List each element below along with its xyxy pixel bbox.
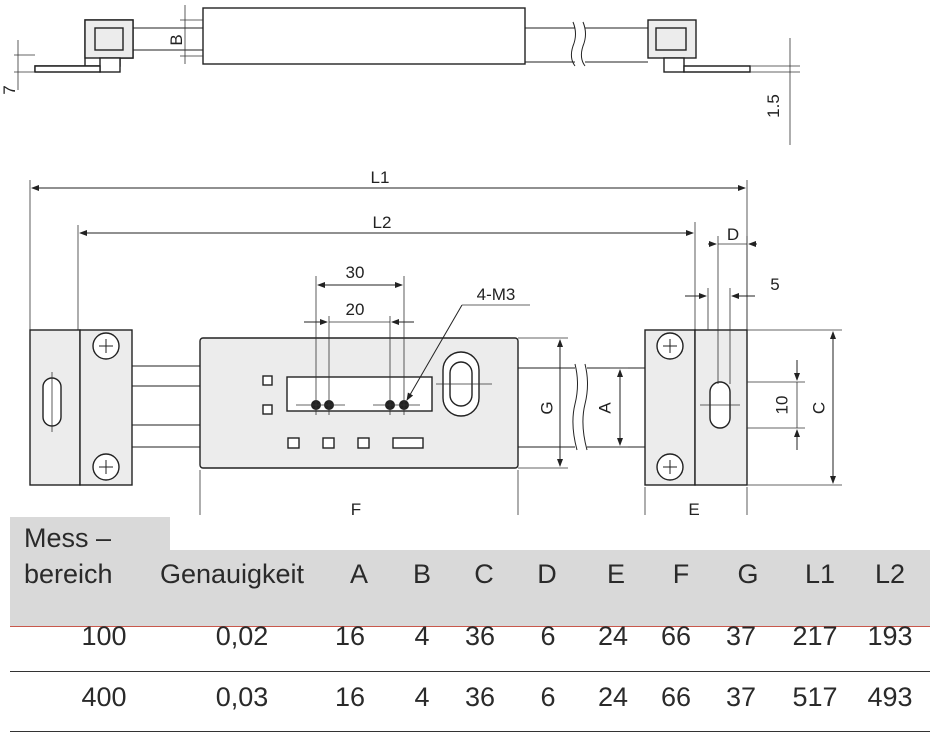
- table-cell: 24: [597, 682, 629, 712]
- table-cell: 6: [540, 621, 556, 651]
- header-l2: L2: [874, 559, 906, 589]
- header-a: A: [349, 559, 369, 589]
- table-cell: 0,03: [215, 682, 269, 712]
- table-cell: 66: [660, 682, 692, 712]
- dim-30-label: 30: [346, 263, 365, 282]
- table-cell: 100: [81, 621, 127, 651]
- top-view: B 7 1.5: [0, 5, 800, 145]
- table-cell: 4: [414, 682, 430, 712]
- header-messbereich-line1: Mess –: [24, 523, 112, 553]
- header-e: E: [606, 559, 626, 589]
- thread-label: 4-M3: [477, 285, 516, 304]
- table-cell: 36: [464, 621, 496, 651]
- header-c: C: [474, 559, 494, 589]
- header-messbereich-line2: bereich: [24, 559, 113, 589]
- table-cell: 66: [660, 621, 692, 651]
- dim-10-label: 10: [772, 396, 791, 415]
- dim-f-label: F: [351, 500, 361, 515]
- technical-drawing: B 7 1.5 L1 L2: [0, 5, 842, 515]
- dim-g-label: G: [537, 401, 556, 414]
- table-cell: 4: [414, 621, 430, 651]
- top-dim-b-label: B: [167, 34, 186, 45]
- table-cell: 400: [81, 682, 127, 712]
- table-cell: 193: [867, 621, 913, 651]
- dim-20-label: 20: [346, 300, 365, 319]
- table-cell: 493: [867, 682, 913, 712]
- table-cell: 37: [725, 682, 757, 712]
- header-row-bg: [10, 550, 930, 626]
- table-cell: 0,02: [215, 621, 269, 651]
- table-cell: 16: [334, 682, 366, 712]
- header-genauigkeit: Genauigkeit: [159, 559, 305, 589]
- header-f: F: [672, 559, 690, 589]
- table-cell: 37: [725, 621, 757, 651]
- top-dim-7-label: 7: [0, 85, 19, 94]
- dim-a-label: A: [595, 402, 614, 414]
- dim-c-label: C: [809, 402, 828, 414]
- dim-l1-label: L1: [371, 168, 390, 187]
- dim-5-label: 5: [770, 275, 779, 294]
- header-d: D: [537, 559, 557, 589]
- row-divider: [10, 731, 930, 732]
- header-g: G: [737, 559, 759, 589]
- dim-e-label: E: [688, 500, 699, 515]
- top-dim-1-5-label: 1.5: [764, 94, 783, 118]
- dim-l2-label: L2: [373, 213, 392, 232]
- table-cell: 36: [464, 682, 496, 712]
- header-l1: L1: [804, 559, 836, 589]
- table-cell: 517: [792, 682, 838, 712]
- table-cell: 6: [540, 682, 556, 712]
- row-divider: [10, 671, 930, 672]
- front-view: L1 L2: [29, 168, 842, 515]
- table-cell: 24: [597, 621, 629, 651]
- header-b: B: [412, 559, 432, 589]
- table-cell: 16: [334, 621, 366, 651]
- header-divider: [10, 626, 930, 627]
- table-cell: 217: [792, 621, 838, 651]
- dim-d-label: D: [727, 225, 739, 244]
